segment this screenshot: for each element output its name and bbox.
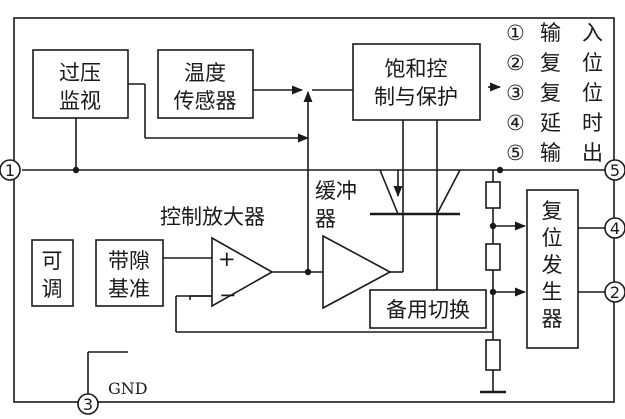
legend-4-num: ④ [506, 111, 525, 135]
legend-1-text-b: 入 [582, 21, 603, 45]
temp-sensor-box [157, 49, 254, 119]
wiring [13, 17, 615, 403]
buffer-label-1: 缓冲 [315, 179, 357, 203]
temp-sensor-label-2: 传感器 [174, 89, 237, 113]
adjustable-label-2: 调 [42, 277, 63, 301]
bandgap-label-2: 基准 [108, 277, 150, 301]
pin-markers [0, 159, 625, 415]
control-amplifier [211, 236, 274, 308]
legend-3-text-a: 复 [540, 81, 561, 105]
reset-gen-box [526, 189, 579, 349]
standby-switch-label: 备用切换 [386, 298, 470, 322]
pin-5-circle [604, 159, 625, 181]
pin-2-label: 2 [610, 283, 620, 302]
pin-4-circle [604, 217, 625, 239]
legend-1-num: ① [506, 21, 525, 45]
reset-gen-label-3: 发 [542, 253, 563, 277]
legend-4-text-a: 延 [540, 111, 561, 135]
legend-5-text-b: 出 [582, 141, 603, 165]
temp-sensor-label-1: 温度 [184, 61, 226, 85]
reset-gen-label-1: 复 [542, 199, 563, 223]
reset-gen-label-4: 生 [542, 280, 563, 304]
bandgap-box [95, 239, 164, 307]
legend-3-text-b: 位 [582, 81, 603, 105]
reset-gen-label-2: 位 [542, 226, 563, 250]
pin-5-label: 5 [610, 161, 620, 180]
saturation-label-1: 饱和控 [385, 57, 448, 81]
pin-2-circle [604, 281, 625, 303]
overvoltage-label-2: 监视 [59, 89, 101, 113]
legend-2-num: ② [506, 51, 525, 75]
legend-5-num: ⑤ [506, 141, 525, 165]
legend-5-text-a: 输 [540, 141, 561, 165]
buffer-amplifier [322, 234, 392, 310]
adjustable-label-1: 可 [42, 249, 63, 273]
legend-2-text-a: 复 [540, 51, 561, 75]
outer-frame [13, 17, 615, 403]
adjustable-box [31, 239, 74, 307]
amp-minus-sign: − [219, 283, 237, 307]
legend-2-text-b: 位 [582, 51, 603, 75]
pin-1-label: 1 [5, 161, 15, 180]
pin-1-circle [0, 159, 21, 181]
gnd-label: GND [108, 379, 148, 398]
control-amp-label: 控制放大器 [160, 205, 265, 229]
legend-1-text-a: 输 [540, 21, 561, 45]
buffer-label-2: 器 [315, 207, 336, 231]
legend-4-text-b: 时 [582, 111, 603, 135]
pin-legend: ① 输 入 ② 复 位 ③ 复 位 ④ 延 时 ⑤ 输 出 [506, 21, 603, 165]
saturation-label-2: 制与保护 [374, 85, 458, 109]
pin-4-label: 4 [610, 219, 620, 238]
legend-3-num: ③ [506, 81, 525, 105]
pin-3-label: 3 [83, 395, 93, 414]
amp-plus-sign: + [218, 247, 236, 271]
bandgap-label-1: 带隙 [108, 249, 150, 273]
reset-gen-label-5: 器 [542, 307, 563, 331]
standby-switch-box [369, 289, 487, 329]
saturation-box [352, 43, 481, 121]
pin-3-circle [77, 393, 99, 415]
overvoltage-label-1: 过压 [59, 61, 101, 85]
